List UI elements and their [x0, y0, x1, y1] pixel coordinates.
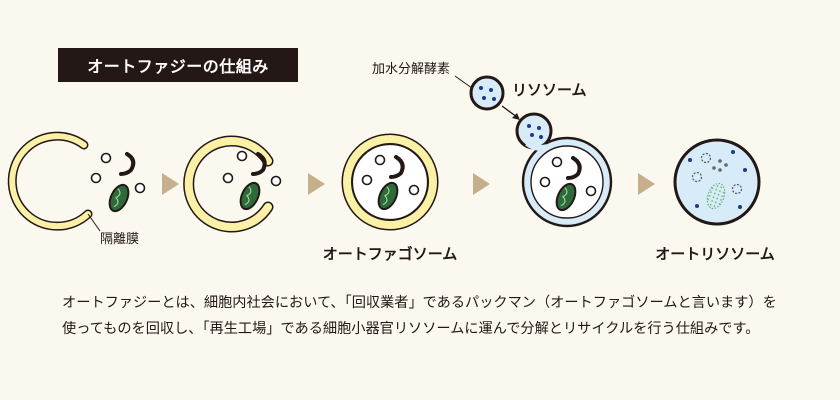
cargo-circle — [585, 185, 597, 197]
step-arrow — [308, 173, 325, 195]
stage-3-autophagosome: オートファゴソーム — [323, 133, 458, 263]
autophagosome-label: オートファゴソーム — [323, 245, 458, 263]
cargo-hook — [389, 155, 405, 179]
step-arrow — [162, 173, 179, 195]
digested-mitochondria-icon — [706, 182, 726, 210]
mitochondria-icon — [555, 182, 577, 212]
cargo-circle — [408, 184, 420, 196]
cargo-circle — [539, 176, 551, 188]
cargo-circle — [551, 156, 563, 168]
cargo-hook — [566, 156, 582, 180]
membrane-label: 隔離膜 — [100, 232, 139, 247]
cargo-circle — [374, 154, 386, 166]
mitochondria-icon — [239, 181, 261, 211]
stage-1-isolation-membrane: 隔離膜 — [7, 131, 146, 247]
title-text: オートファジーの仕組み — [87, 57, 269, 76]
step-arrow — [638, 173, 655, 195]
stage-2-closing-membrane — [183, 135, 282, 233]
cargo-circle — [134, 182, 146, 194]
title-badge: オートファジーの仕組み — [58, 48, 298, 82]
step-arrow — [473, 173, 490, 195]
mitochondria-icon — [108, 183, 130, 213]
stage-5-autolysosome: オートリソソーム — [655, 138, 775, 263]
lysosome-label: リソソーム — [512, 81, 587, 99]
cargo-circle — [90, 172, 102, 184]
lysosome-free — [469, 75, 505, 111]
cargo-circle — [100, 152, 112, 164]
stage-4-fusion: 加水分解酵素 リソソーム — [372, 62, 613, 228]
cargo-circle — [270, 175, 282, 187]
autophagy-diagram: 隔離膜 オートファゴソーム 加水分解酵素 — [7, 62, 775, 263]
cargo-circle — [361, 174, 373, 186]
autolysosome-label: オートリソソーム — [655, 245, 775, 263]
cargo-hook — [119, 152, 136, 176]
cargo-hook — [251, 152, 267, 176]
description-text: オートファジーとは、細胞内社会において、「回収業者」であるパックマン（オートファ… — [62, 295, 777, 337]
enzyme-label: 加水分解酵素 — [372, 62, 450, 77]
cargo-circle — [236, 150, 248, 162]
mitochondria-icon — [377, 181, 399, 211]
cargo-circle — [222, 172, 234, 184]
